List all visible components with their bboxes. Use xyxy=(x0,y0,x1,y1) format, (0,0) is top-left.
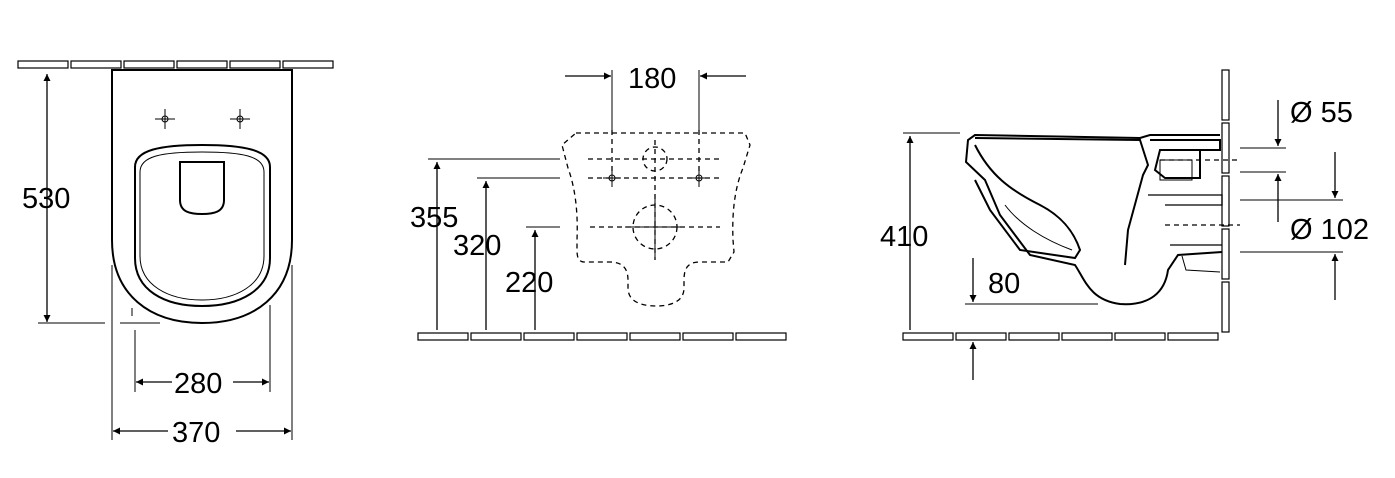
wall-fixing-left xyxy=(603,169,621,187)
fixing-mark-right xyxy=(230,109,250,129)
dim-180-label: 180 xyxy=(628,63,676,95)
inlet-circle xyxy=(642,146,668,172)
floor-bar-side-view xyxy=(902,332,1219,341)
bowl-profile xyxy=(964,133,1223,306)
wall-bar-right xyxy=(1221,69,1230,333)
bowl-rear-outline xyxy=(561,132,751,307)
wall-view: 180 355 32 xyxy=(410,63,787,341)
dim-530-label: 530 xyxy=(22,183,70,215)
side-view: 410 80 Ø 55 Ø 102 xyxy=(880,69,1369,380)
dim-d102-label: Ø 102 xyxy=(1290,214,1369,246)
dim-370-label: 370 xyxy=(172,417,220,449)
seat-cutout xyxy=(179,161,225,216)
dim-80-label: 80 xyxy=(988,268,1020,300)
dim-320-label: 320 xyxy=(453,230,501,262)
fixing-mark-left xyxy=(155,109,175,129)
dim-410-label: 410 xyxy=(880,221,928,253)
wall-fixing-right xyxy=(690,169,708,187)
floor-bar-wall-view xyxy=(417,332,787,341)
wall-bar-top xyxy=(17,60,334,69)
dim-d55-label: Ø 55 xyxy=(1290,97,1353,129)
dim-355-label: 355 xyxy=(410,202,458,234)
front-view: 530 280 370 xyxy=(17,60,334,449)
dim-280-label: 280 xyxy=(174,368,222,400)
seat-outline xyxy=(134,143,271,308)
bowl-outline xyxy=(111,69,293,325)
dim-220-label: 220 xyxy=(505,267,553,299)
